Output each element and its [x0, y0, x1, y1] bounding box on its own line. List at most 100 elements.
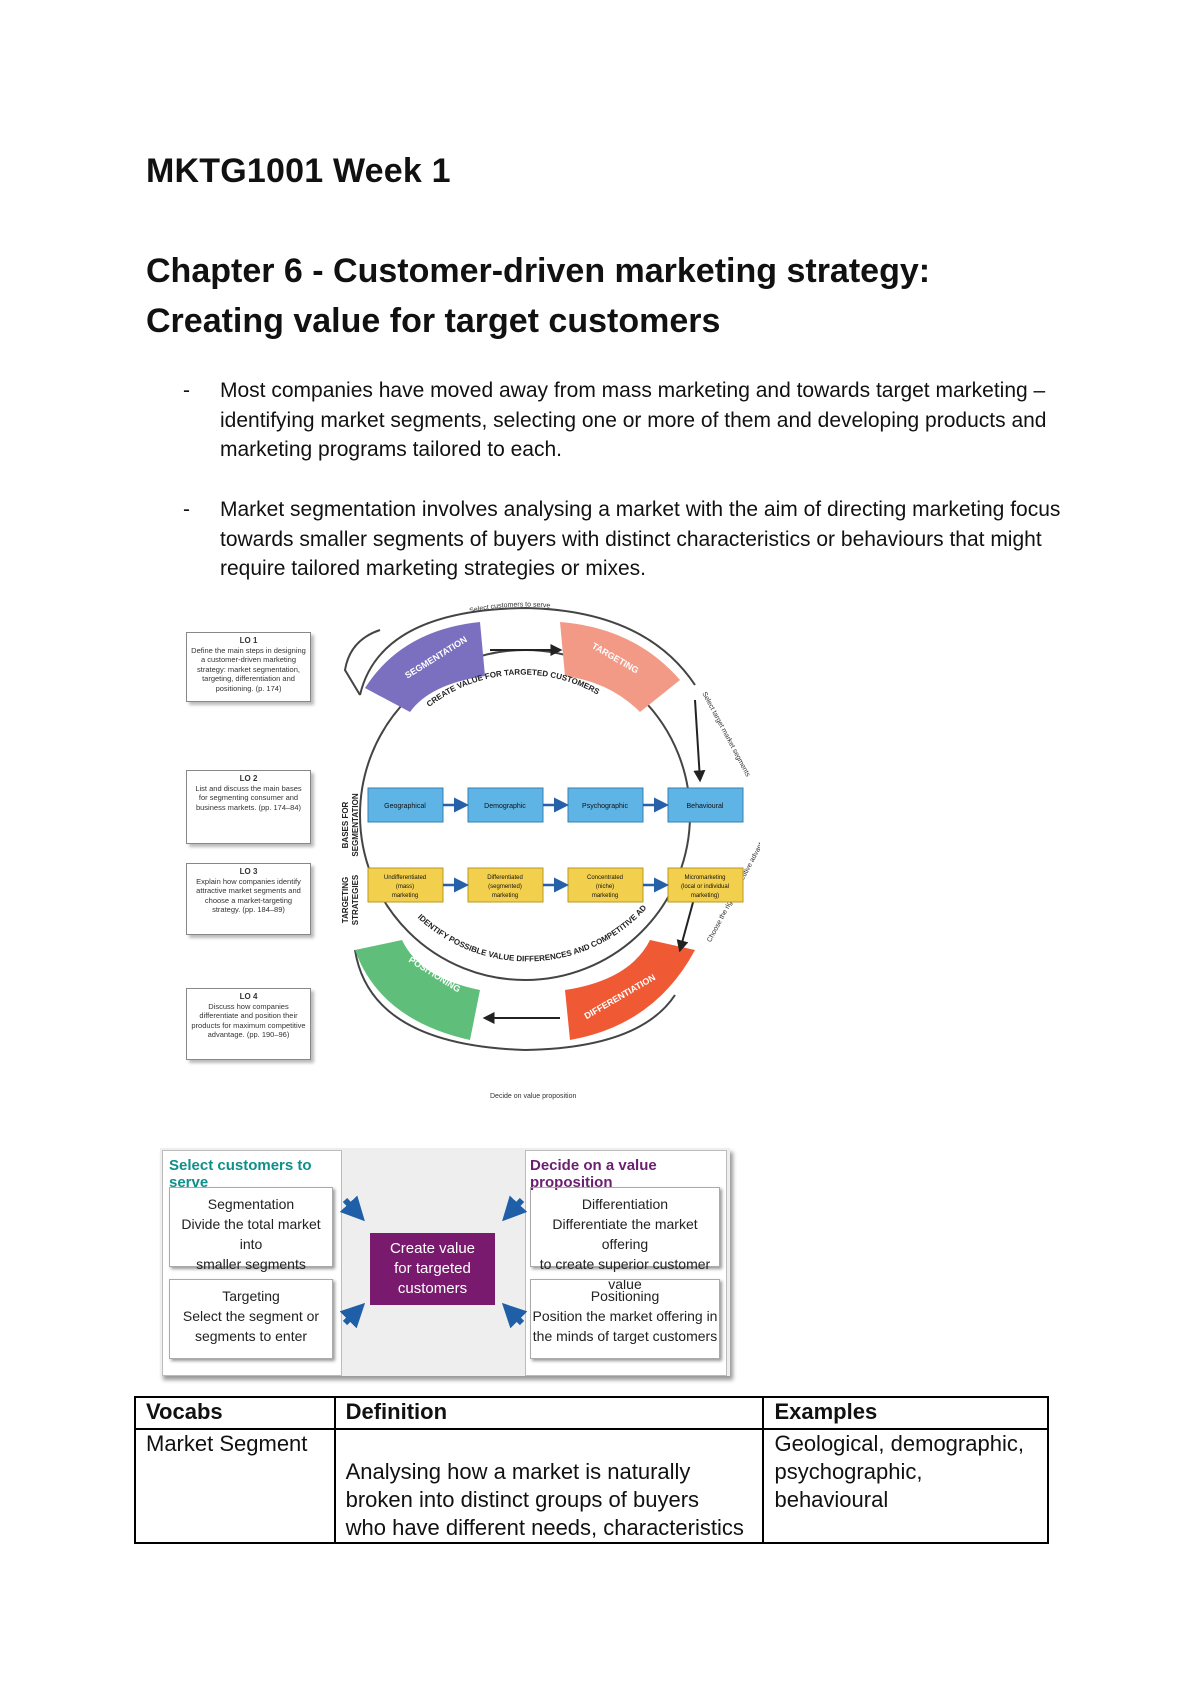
strategy-line: (niche) — [596, 884, 614, 890]
strategy-line: (mass) — [396, 884, 414, 890]
positioning-segment — [355, 940, 480, 1040]
advantage-down-arrow — [676, 894, 696, 953]
box-line: the minds of target customers — [532, 1328, 718, 1344]
lo-title: LO 4 — [239, 992, 258, 1001]
segmentation-segment — [365, 622, 485, 712]
example-line: Geological, demographic, — [774, 1431, 1024, 1456]
differentiation-box: Differentiation Differentiate the market… — [530, 1187, 720, 1292]
box-line: Differentiate the market offering — [552, 1216, 698, 1252]
targeting-box: Targeting Select the segment or segments… — [169, 1279, 333, 1359]
target-down-arrow — [693, 699, 706, 783]
lo-title: LO 2 — [239, 774, 258, 783]
bullet-text: Market segmentation involves analysing a… — [220, 498, 1061, 580]
select-target-text: Select target market segments — [700, 691, 751, 779]
base-label: Geographical — [384, 803, 426, 810]
bases-row: Geographical Demographic Psychographic B… — [367, 787, 744, 823]
table-cell-examples: Geological, demographic, psychographic, … — [762, 1428, 1049, 1544]
lo-text: Explain how companies identify attractiv… — [196, 876, 301, 915]
value-creation-figure: Select customers to serve Segmentation D… — [160, 1148, 730, 1376]
create-value-box: Create value for targeted customers — [370, 1233, 495, 1305]
vocab-table: Vocabs Definition Examples Market Segmen… — [134, 1396, 1049, 1544]
table-header-cell: Vocabs — [134, 1396, 336, 1430]
chapter-heading-line-2: Creating value for target customers — [146, 302, 721, 340]
figure2-arrows — [339, 1195, 528, 1329]
document-title: MKTG1001 Week 1 — [146, 152, 451, 190]
lo-text: List and discuss the main bases for segm… — [195, 783, 302, 812]
strategy-line: marketing — [392, 893, 418, 899]
lo-title: LO 3 — [239, 867, 258, 876]
bases-label-1: BASES FOR — [341, 801, 350, 848]
strategy-box — [667, 867, 744, 903]
base-box — [467, 787, 544, 823]
chapter-heading: Chapter 6 - Customer-driven marketing st… — [146, 246, 930, 346]
value-proposition-panel: Decide on a value proposition Differenti… — [525, 1150, 727, 1376]
box-title: Positioning — [590, 1288, 660, 1304]
arrow-icon — [502, 1195, 528, 1222]
lo-box: LO 1 Define the main steps in designing … — [186, 632, 311, 702]
strategy-line: Differentiated — [487, 875, 523, 881]
strategy-line: marketing — [492, 893, 518, 899]
center-line: for targeted — [394, 1260, 471, 1277]
base-label: Psychographic — [582, 803, 628, 810]
table-cell-term: Market Segment — [134, 1428, 336, 1544]
strategy-wheel-figure: LO 1 Define the main steps in designing … — [140, 600, 760, 1115]
bullet-text: Most companies have moved away from mass… — [220, 379, 1047, 461]
box-line: smaller segments — [196, 1256, 306, 1272]
positioning-box: Positioning Position the market offering… — [530, 1279, 720, 1359]
top-outer-arc — [359, 606, 696, 696]
definition-line: who have different needs, characteristic… — [345, 1515, 744, 1540]
box-line: segments to enter — [194, 1328, 308, 1344]
definition-line: Analysing how a market is naturally — [345, 1459, 691, 1484]
table-header-cell: Examples — [762, 1396, 1049, 1430]
strategy-line: (local or individual — [681, 884, 729, 890]
bullet-dash: - — [183, 379, 190, 402]
box-title: Segmentation — [207, 1196, 295, 1212]
strategy-line: marketing) — [691, 893, 719, 899]
table-header-cell: Definition — [333, 1396, 765, 1430]
base-box — [367, 787, 444, 823]
strategy-box — [367, 867, 444, 903]
box-line: Position the market offering in — [532, 1308, 718, 1324]
strategy-box — [567, 867, 644, 903]
chapter-heading-line-1: Chapter 6 - Customer-driven marketing st… — [146, 252, 931, 290]
table-cell-definition: Analysing how a market is naturally brok… — [333, 1428, 765, 1544]
box-title: Differentiation — [581, 1196, 669, 1212]
strategy-line: Micromarketing — [684, 875, 725, 881]
select-customers-panel: Select customers to serve Segmentation D… — [162, 1150, 342, 1376]
lo-text: Define the main steps in designing a cus… — [191, 645, 306, 693]
base-box — [667, 787, 744, 823]
center-line: customers — [397, 1280, 468, 1297]
strategy-line: Concentrated — [587, 875, 623, 881]
example-line: psychographic, — [774, 1459, 923, 1484]
base-label: Demographic — [484, 803, 526, 810]
value-proposition-header: Decide on a value proposition — [530, 1157, 657, 1191]
decide-value-text: Decide on value proposition — [490, 1093, 576, 1100]
arrow-icon — [339, 1195, 365, 1222]
bullet-item: - Most companies have moved away from ma… — [183, 376, 1113, 466]
select-customers-arc-text: Select customers to serve — [469, 601, 551, 614]
targeting-segment — [560, 622, 680, 712]
strategies-label-2: STRATEGIES — [351, 874, 360, 925]
table-row: Market Segment Analysing how a market is… — [134, 1428, 1049, 1544]
definition-line: broken into distinct groups of buyers — [345, 1487, 700, 1512]
lo-title: LO 1 — [239, 636, 258, 645]
bullet-item: - Market segmentation involves analysing… — [183, 495, 1113, 585]
arrow-icon — [339, 1302, 366, 1329]
table-header-row: Vocabs Definition Examples — [134, 1396, 1049, 1430]
bottom-outer-arc — [354, 949, 676, 1052]
base-label: Behavioural — [687, 803, 724, 810]
strategy-line: marketing — [592, 893, 618, 899]
lo-box: LO 3 Explain how companies identify attr… — [186, 863, 311, 935]
differentiation-segment — [565, 940, 695, 1040]
lo-box: LO 4 Discuss how companies differentiate… — [186, 988, 311, 1060]
strategies-label-1: TARGETING — [341, 877, 350, 924]
strategy-wheel-svg: SEGMENTATION TARGETING POSITIONING DIFFE… — [140, 600, 760, 1100]
box-line: to create superior customer value — [539, 1256, 711, 1292]
box-line: Divide the total market into — [181, 1216, 321, 1252]
bases-label-2: SEGMENTATION — [351, 793, 360, 856]
example-line: behavioural — [774, 1487, 889, 1512]
lo-text: Discuss how companies differentiate and … — [191, 1001, 306, 1040]
segmentation-box: Segmentation Divide the total market int… — [169, 1187, 333, 1272]
bullet-dash: - — [183, 498, 190, 521]
box-line: Select the segment or — [182, 1308, 320, 1324]
